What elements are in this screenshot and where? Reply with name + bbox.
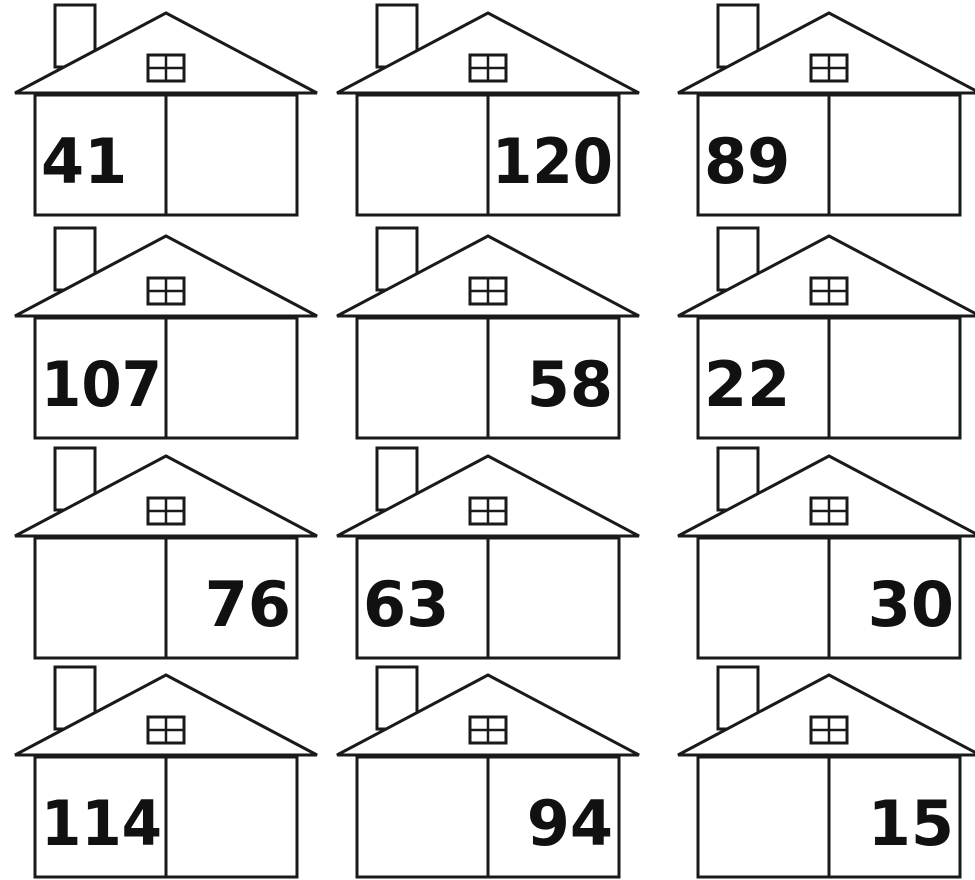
house: 30	[678, 448, 975, 658]
house: 22	[678, 228, 975, 438]
house-number: 22	[704, 348, 790, 421]
house-number: 15	[868, 787, 954, 860]
house-number: 76	[205, 568, 291, 641]
house-number: 107	[41, 348, 162, 421]
house: 76	[15, 448, 317, 658]
house-number: 89	[704, 125, 790, 198]
house: 114	[15, 667, 317, 877]
house-number: 63	[363, 568, 449, 641]
house: 15	[678, 667, 975, 877]
house-number: 30	[868, 568, 954, 641]
house: 107	[15, 228, 317, 438]
house: 63	[337, 448, 639, 658]
house: 41	[15, 5, 317, 215]
house-number: 41	[41, 125, 127, 198]
house-number: 58	[527, 348, 613, 421]
house-number: 94	[527, 787, 613, 860]
house: 89	[678, 5, 975, 215]
house: 94	[337, 667, 639, 877]
house: 58	[337, 228, 639, 438]
house-number: 114	[41, 787, 162, 860]
house: 120	[337, 5, 639, 215]
house-number: 120	[492, 125, 613, 198]
